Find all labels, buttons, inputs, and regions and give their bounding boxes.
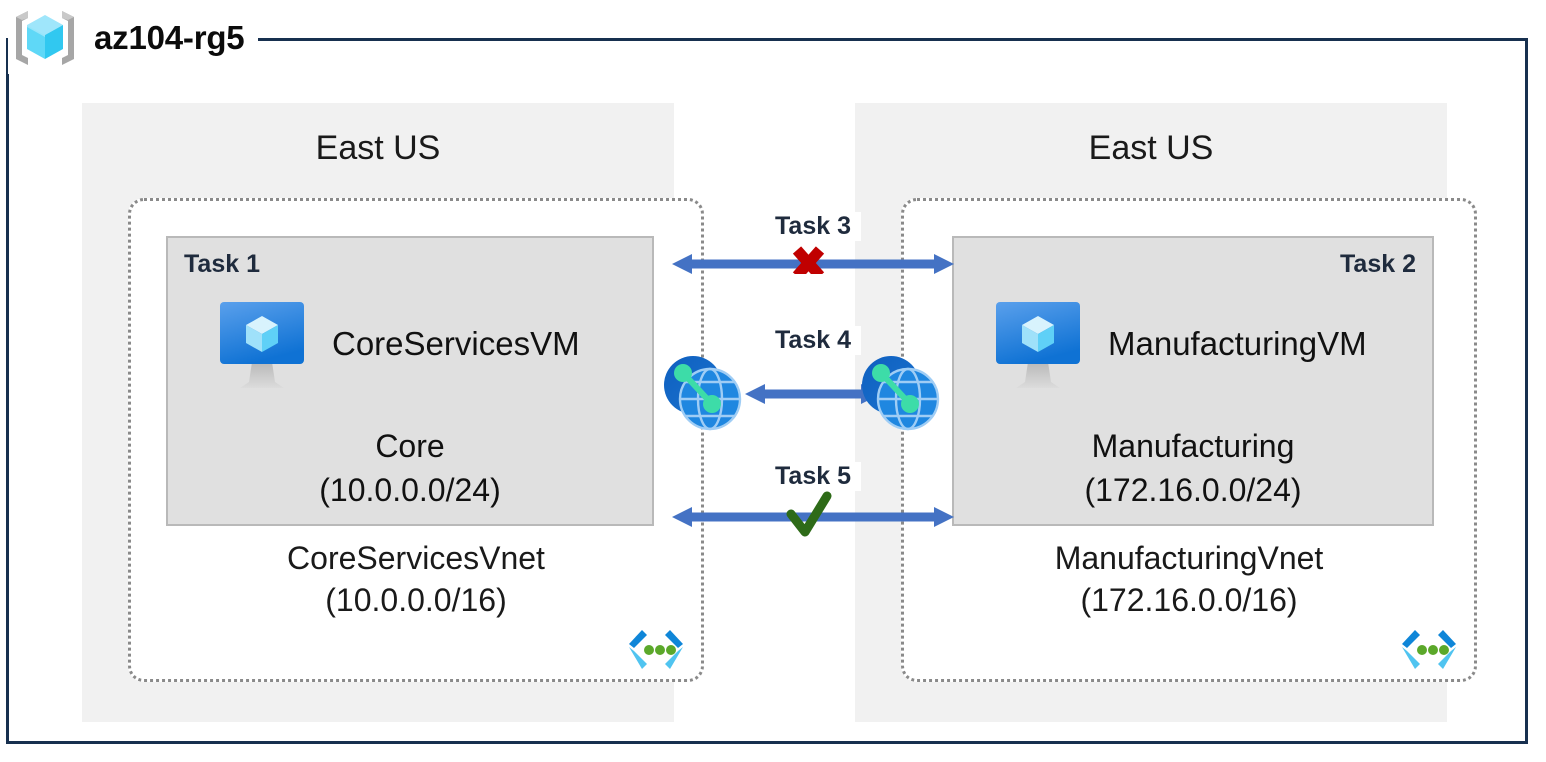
subnet-name-left: Core [375, 428, 445, 464]
resource-group-cube-icon [8, 7, 82, 69]
resource-group-header: az104-rg5 [8, 2, 259, 74]
subnet-box-manufacturing: Task 2 [952, 236, 1434, 526]
subnet-range-left: (10.0.0.0/24) [319, 472, 501, 508]
vnet-icon [625, 627, 687, 673]
connector-task5: Task 5 [660, 462, 966, 544]
vm-name-left: CoreServicesVM [332, 325, 580, 362]
connector-task3: Task 3 [660, 212, 966, 274]
vnet-label-left: CoreServicesVnet (10.0.0.0/16) [131, 537, 701, 621]
vm-name-right: ManufacturingVM [1108, 325, 1367, 362]
resource-group-boundary [6, 38, 1528, 744]
vnet-peering-icon [855, 352, 947, 434]
vnet-label-right: ManufacturingVnet (172.16.0.0/16) [904, 537, 1474, 621]
subnet-caption-left: Core (10.0.0.0/24) [168, 424, 652, 512]
connector-task4: Task 4 [660, 326, 966, 418]
task-tag-1: Task 1 [184, 250, 260, 278]
region-label-left: East US [315, 129, 441, 167]
vnet-range-right: (172.16.0.0/16) [1080, 582, 1298, 618]
vnet-icon [1398, 627, 1460, 673]
connector-label-task4: Task 4 [765, 326, 861, 355]
vnet-range-left: (10.0.0.0/16) [325, 582, 507, 618]
connector-label-task3: Task 3 [765, 212, 861, 241]
virtual-machine-icon [992, 296, 1084, 392]
subnet-box-core: Task 1 [166, 236, 654, 526]
vm-row-right: ManufacturingVM [954, 296, 1470, 392]
vnet-name-right: ManufacturingVnet [1054, 540, 1324, 576]
task-tag-2: Task 2 [1340, 250, 1416, 278]
vnet-peering-icon [657, 352, 749, 434]
subnet-caption-right: Manufacturing (172.16.0.0/24) [954, 424, 1432, 512]
vm-row-left: CoreServicesVM [168, 296, 700, 392]
resource-group-name: az104-rg5 [94, 19, 245, 56]
region-label-right: East US [1088, 129, 1214, 167]
virtual-machine-icon [216, 296, 308, 392]
connector-label-task5: Task 5 [765, 462, 861, 491]
subnet-name-right: Manufacturing [1091, 428, 1295, 464]
subnet-range-right: (172.16.0.0/24) [1084, 472, 1302, 508]
vnet-name-left: CoreServicesVnet [287, 540, 545, 576]
